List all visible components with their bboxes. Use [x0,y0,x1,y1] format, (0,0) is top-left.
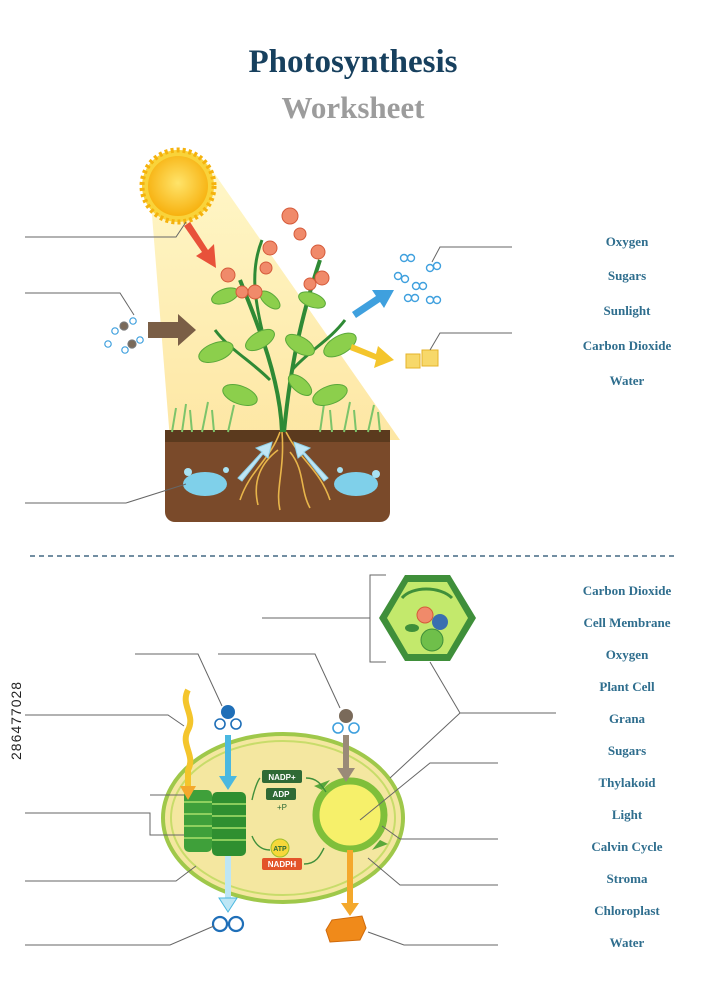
word-light: Light [611,807,643,822]
word-sunlight: Sunlight [603,303,651,318]
word-cell-membrane: Cell Membrane [583,615,671,630]
water-uptake-arrow-left [237,441,273,482]
light-ray [182,688,194,790]
phosphate-label: +P [277,803,287,812]
page-subtitle: Worksheet [281,90,425,125]
grass [171,401,381,433]
calvin-cycle [312,777,388,853]
nadp-label: NADP+ [268,773,296,782]
oxygen-molecule-bottom [211,915,245,933]
soil-water-right [334,467,380,496]
nadph-label: NADPH [268,860,297,869]
adp-box [266,788,296,800]
grana-stack-left [184,790,212,852]
co2-molecules [104,317,144,354]
sugar-release-arrow [350,344,394,368]
water-molecule [214,705,242,730]
page-title: Photosynthesis [248,44,458,80]
oxygen-molecules [393,253,442,305]
word-calvin-cycle: Calvin Cycle [591,839,663,854]
word-oxygen-2: Oxygen [605,647,649,662]
word-chloroplast: Chloroplast [594,903,660,918]
word-plant-cell: Plant Cell [599,679,655,694]
atp-badge [270,838,290,858]
word-sugars-2: Sugars [607,743,647,758]
nadph-box [262,858,302,870]
adp-label: ADP [273,790,291,799]
atp-label: ATP [273,846,287,853]
soil-water-left [183,467,229,496]
co2-molecule-bottom [332,709,360,734]
soil-block [165,430,390,522]
plant [198,207,357,433]
plant-cell-icon [379,575,476,661]
word-thylakoid: Thylakoid [598,775,656,790]
word-grana: Grana [608,711,646,726]
sugar-cubes [405,349,439,369]
sun-icon [139,147,217,225]
bottom-label-lines [25,617,556,946]
sugar-block [325,915,367,943]
grana-stack-right [212,792,246,856]
word-oxygen: Oxygen [605,234,649,249]
water-uptake-arrow-right [293,441,329,482]
stock-id: 286477028 [8,680,24,760]
nadp-box [262,770,302,783]
word-sugars: Sugars [607,268,647,283]
word-carbon-dioxide: Carbon Dioxide [582,338,672,353]
word-carbon-dioxide-2: Carbon Dioxide [582,583,672,598]
word-water-2: Water [609,935,645,950]
word-water: Water [609,373,645,388]
sunlight-arrow [184,222,216,268]
word-stroma: Stroma [606,871,648,886]
top-label-lines [25,221,512,504]
co2-intake-arrow [148,314,196,346]
oxygen-release-arrow [352,290,394,318]
roots [239,431,331,511]
